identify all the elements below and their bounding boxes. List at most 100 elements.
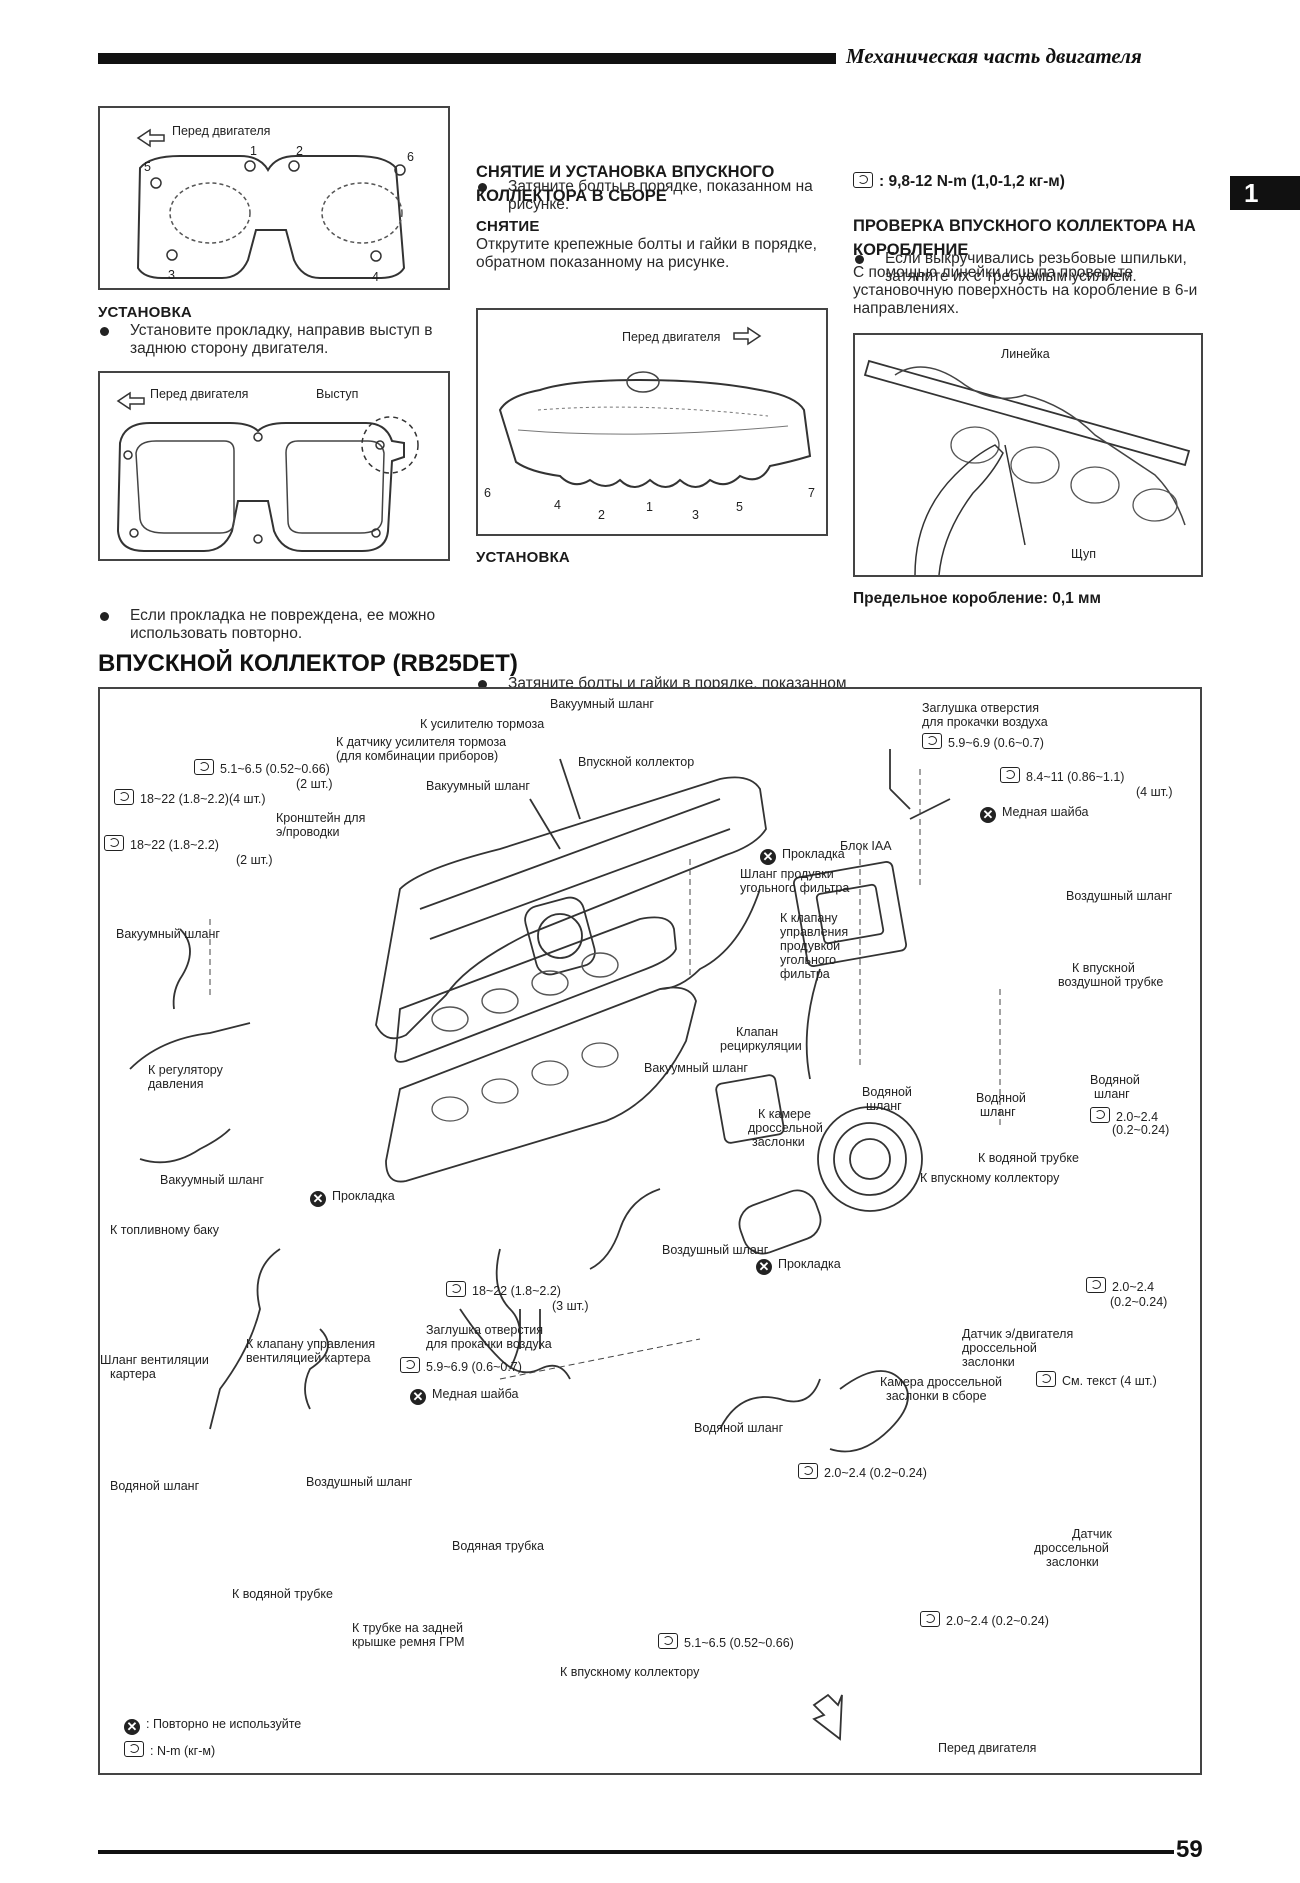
torque-icon [798,1463,818,1479]
torque-icon [853,172,873,188]
page-number: 59 [1176,1836,1203,1863]
torque-icon [658,1633,678,1649]
warpage-check-drawing [863,359,1191,576]
chapter-tab: 1 [1230,176,1300,210]
callout: картера [110,1367,156,1381]
callout: Датчик [1072,1527,1112,1541]
torque-icon [920,1611,940,1627]
callout: Воздушный шланг [662,1243,769,1257]
torque-spec: 2.0~2.4 (0.2~0.24) [798,1463,927,1480]
torque-icon [104,835,124,851]
callout: (3 шт.) [552,1299,589,1313]
callout-text: Медная шайба [432,1387,519,1401]
bolt-number: 5 [144,160,151,174]
callout: Кронштейн для [276,811,366,825]
bolt-number: 6 [407,150,414,164]
torque-spec: См. текст (4 шт.) [1036,1371,1157,1388]
torque-icon [1086,1277,1106,1293]
callout: ✕Прокладка [310,1189,395,1207]
legend-torque: : N-m (кг-м) [124,1741,215,1758]
callout: продувкой [780,939,841,953]
front-label: Перед двигателя [172,124,271,138]
callout: Шланг вентиляции [100,1353,209,1367]
callout: заслонки [752,1135,805,1149]
callout: Заглушка отверстия [922,701,1040,715]
callout: крышке ремня ГРМ [352,1635,465,1649]
bolt-number: 3 [168,268,175,282]
callout: дроссельной [962,1341,1037,1355]
callout: Заглушка отверстия [426,1323,544,1337]
torque-icon [1090,1107,1110,1123]
torque-icon [1036,1371,1056,1387]
header-rule [98,53,836,64]
removal-heading: СНЯТИЕ [476,218,540,235]
running-header: Механическая часть двигателя [846,44,1142,68]
callout: Камера дроссельной [880,1375,1003,1389]
callout: Водяной [976,1091,1026,1105]
install-heading: УСТАНОВКА [98,304,192,321]
torque-spec: 18~22 (1.8~2.2)(4 шт.) [114,789,266,806]
bolt-number: 6 [484,486,491,500]
callout: К впускному коллектору [560,1665,700,1679]
callout: Вакуумный шланг [550,697,654,711]
ruler-label: Линейка [1001,347,1050,361]
gasket-protrusion-drawing [116,391,419,552]
callout: Воздушный шланг [306,1475,413,1489]
legend-reuse: ✕: Повторно не используйте [124,1717,301,1735]
callout: Вакуумный шланг [116,927,220,941]
callout: Водяной [1090,1073,1140,1087]
callout: Вакуумный шланг [160,1173,264,1187]
torque-value: 18~22 (1.8~2.2) [130,838,219,852]
callout: (0.2~0.24) [1112,1123,1170,1137]
callout: (2 шт.) [236,853,273,867]
callout: э/проводки [276,825,340,839]
callout: Водяная трубка [452,1539,544,1553]
callout: Блок IAA [840,839,892,853]
callout: К клапану управления [246,1337,376,1351]
torque-spec: 18~22 (1.8~2.2) [446,1281,561,1298]
callout: фильтра [780,967,830,981]
callout: управления [780,925,849,939]
torque-spec: 18~22 (1.8~2.2) [104,835,219,852]
bolt-number: 4 [554,498,561,512]
torque-value: 2.0~2.4 (0.2~0.24) [824,1466,927,1480]
torque-icon [114,789,134,805]
callout: шланг [980,1105,1016,1119]
callout: ✕Медная шайба [980,805,1088,823]
install-heading-2: УСТАНОВКА [476,549,570,566]
callout-text: Прокладка [782,847,845,861]
legend-text: : N-m (кг-м) [150,1744,216,1758]
torque-value: 18~22 (1.8~2.2)(4 шт.) [140,792,266,806]
callout: К трубке на задней [352,1621,464,1635]
tighten-bullet: Затяните болты в порядке, показанном на … [476,178,860,214]
gasket-protrusion-figure: Перед двигателя Выступ [98,371,450,561]
section-title: ВПУСКНОЙ КОЛЛЕКТОР (RB25DET) [98,650,518,677]
callout: угольного [780,953,837,967]
callout: шланг [1094,1087,1130,1101]
callout: К впускной [1072,961,1135,975]
stud-torque: : 9,8-12 N-m (1,0-1,2 кг-м) [853,172,1065,191]
callout: Впускной коллектор [578,755,695,769]
callout: шланг [866,1099,902,1113]
callout: дроссельной [748,1121,823,1135]
torque-value: См. текст (4 шт.) [1062,1374,1157,1388]
removal-text: Открутите крепежные болты и гайки в поря… [476,236,817,271]
torque-spec: 5.1~6.5 (0.52~0.66) [194,759,330,776]
reuse-bullet: Если прокладка не повреждена, ее можно и… [98,607,482,643]
callout: Клапан [736,1025,779,1039]
callout: рециркуляции [720,1039,802,1053]
no-reuse-icon: ✕ [410,1389,426,1405]
callout-text: Прокладка [332,1189,395,1203]
callout: К камере [758,1107,811,1121]
torque-value: 2.0~2.4 [1112,1280,1155,1294]
bolt-number: 7 [808,486,815,500]
exploded-drawing [129,749,1001,1741]
no-reuse-icon: ✕ [124,1719,140,1735]
torque-spec: 5.9~6.9 (0.6~0.7) [922,733,1044,750]
bolt-number: 1 [250,144,257,158]
callout: (0.2~0.24) [1110,1295,1168,1309]
callout: (2 шт.) [296,777,333,791]
callout: угольного фильтра [740,881,850,895]
bolt-number: 2 [296,144,303,158]
torque-value: 2.0~2.4 (0.2~0.24) [946,1614,1049,1628]
